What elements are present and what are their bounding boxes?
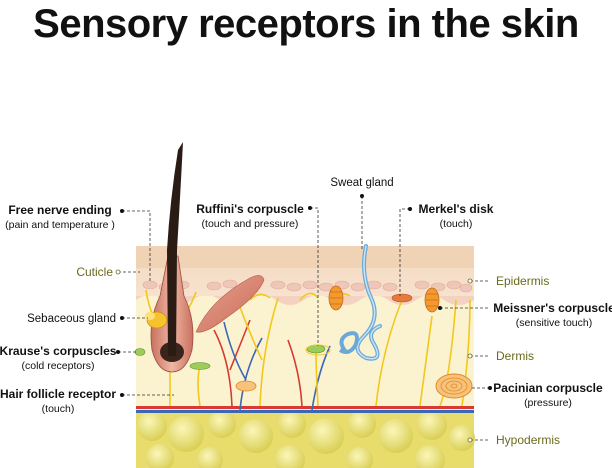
sweat-gland-label: Sweat gland <box>330 177 393 189</box>
skin-block <box>134 142 475 468</box>
leader-lines <box>118 196 490 441</box>
dermis-layer <box>136 296 474 412</box>
krause-desc: (cold receptors) <box>22 360 95 372</box>
meissner-desc: (sensitive touch) <box>516 317 592 329</box>
merkel-desc: (touch) <box>440 218 473 230</box>
krause-label: Krause's corpuscles <box>0 344 117 358</box>
sebaceous-label: Sebaceous gland <box>27 313 116 325</box>
pacinian-desc: (pressure) <box>524 397 572 409</box>
layer-dots <box>115 269 473 443</box>
free-nerve-ending-label: Free nerve ending <box>8 203 111 217</box>
pacinian-label: Pacinian corpuscle <box>493 381 603 395</box>
free-nerve-ending-desc: (pain and temperature ) <box>5 219 115 231</box>
hair-shaft <box>167 142 183 356</box>
meissner-label: Meissner's corpuscle <box>493 301 612 315</box>
krause-corpuscles <box>134 344 326 370</box>
dermis-label: Dermis <box>496 349 534 363</box>
sweat-gland <box>338 244 382 361</box>
arrector-muscle <box>195 275 265 333</box>
page-title: Sensory receptors in the skin <box>33 2 579 46</box>
hair-follicle-desc: (touch) <box>42 403 75 415</box>
fat-cells <box>137 410 475 468</box>
artery-band <box>136 406 474 409</box>
ruffini-label: Ruffini's corpuscle <box>196 202 304 216</box>
hair-follicle <box>150 142 194 373</box>
merkel-disk <box>391 293 413 303</box>
vein-band <box>136 410 474 413</box>
merkel-label: Merkel's disk <box>419 202 494 216</box>
hypodermis-label: Hypodermis <box>496 433 560 447</box>
epidermis-label: Epidermis <box>496 274 549 288</box>
cuticle-layer <box>136 246 474 268</box>
cuticle-label: Cuticle <box>76 265 113 279</box>
meissner-stripes <box>330 291 438 307</box>
ruffini-desc: (touch and pressure) <box>202 218 299 230</box>
capillaries <box>213 319 331 411</box>
pacinian-corpuscles <box>235 373 473 399</box>
hair-follicle-label: Hair follicle receptor <box>0 387 116 401</box>
leader-dots <box>116 194 492 397</box>
